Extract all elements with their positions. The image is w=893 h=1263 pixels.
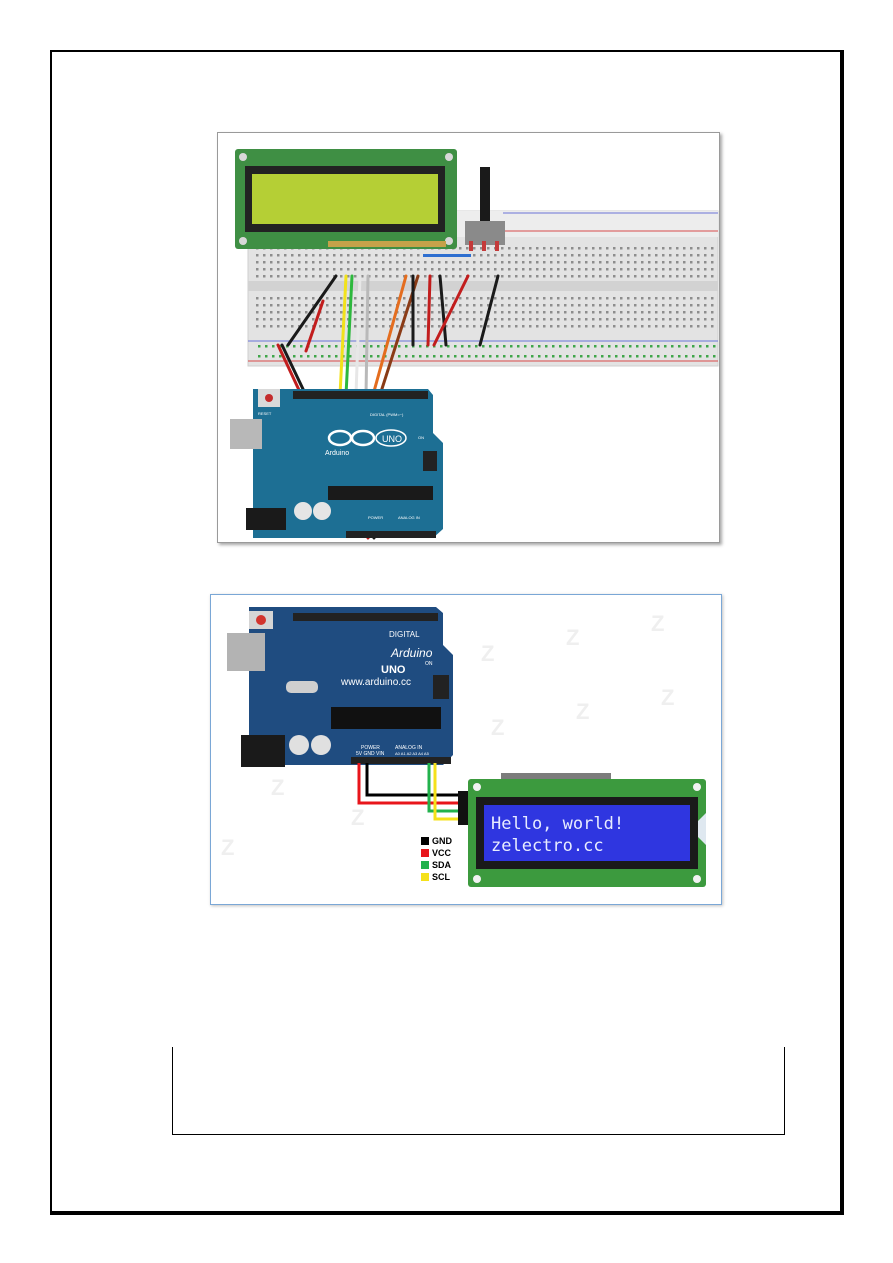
watermark-z: Z [271,775,284,800]
watermarks: Z Z Z Z Z Z Z Z Z [221,611,674,860]
legend-label-vcc: VCC [432,848,452,858]
legend-label-sda: SDA [432,860,452,870]
empty-text-box [172,1047,785,1135]
arduino-model-text: UNO [382,434,402,444]
watermark-z: Z [576,699,589,724]
pin-legend: GND VCC SDA SCL [421,836,453,882]
arduino-brand-text: Arduino [390,646,433,660]
legend-label-scl: SCL [432,872,451,882]
power-label: POWER [361,745,380,751]
analog-label: ANALOG IN [395,745,423,751]
arduino-uno-board: UNO Arduino RESET DIGITAL (PWM=~) POWER … [230,389,443,538]
on-label: ON [425,661,433,667]
figure-lcd-breadboard-wiring: UNO Arduino RESET DIGITAL (PWM=~) POWER … [217,132,720,543]
arduino-brand-text: Arduino [325,450,349,457]
wiring-diagram-1: UNO Arduino RESET DIGITAL (PWM=~) POWER … [230,149,719,540]
watermark-z: Z [351,805,364,830]
analog-pins-label: A0 A1 A2 A3 A4 A5 [395,751,430,756]
figure-lcd-i2c-wiring: Z Z Z Z Z Z Z Z Z Arduino UNO www.arduin [210,594,722,905]
lcd-line-2: zelectro.cc [491,836,604,856]
lcd-line-1: Hello, world! [491,814,624,834]
reset-label: RESET [258,411,272,416]
analog-label: ANALOG IN [398,515,420,520]
wiring-diagram-2: Z Z Z Z Z Z Z Z Z Arduino UNO www.arduin [221,607,706,887]
page-border [50,50,844,1215]
arduino-url-text: www.arduino.cc [340,677,411,688]
watermark-z: Z [481,641,494,666]
watermark-z: Z [661,685,674,710]
arduino-model-text: UNO [381,664,406,676]
i2c-wires [357,763,463,821]
legend-swatch-scl [421,873,429,881]
potentiometer [423,167,505,257]
legend-swatch-vcc [421,849,429,857]
watermark-z: Z [221,835,234,860]
arduino-infinity-logo-icon [327,429,407,447]
digital-label: DIGITAL [389,630,420,639]
lcd-16x2-i2c: Hello, world! zelectro.cc [458,773,706,887]
legend-label-gnd: GND [432,836,453,846]
power-label: POWER [368,515,383,520]
watermark-z: Z [651,611,664,636]
power-pins-label: 5V GND VIN [356,751,385,757]
breadboard-holes [256,247,716,358]
arduino-uno-board: Arduino UNO www.arduino.cc DIGITAL POWER… [227,607,453,767]
lcd-16x2-green [235,149,457,249]
on-label: ON [418,435,424,440]
legend-swatch-gnd [421,837,429,845]
watermark-z: Z [491,715,504,740]
digital-label: DIGITAL (PWM=~) [370,412,404,417]
watermark-z: Z [566,625,579,650]
legend-swatch-sda [421,861,429,869]
